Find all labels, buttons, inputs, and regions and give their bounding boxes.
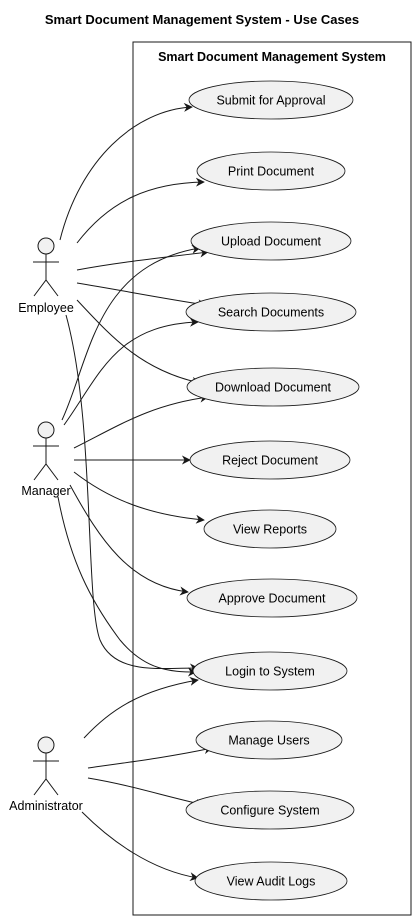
use-case-ellipse [186,367,360,407]
association-administrator-configure [87,777,205,808]
actor-head [37,421,55,439]
association-administrator-users [87,745,213,769]
use-case-label: View Reports [233,523,307,537]
association-manager-search [63,317,199,426]
use-case-label: Manage Users [228,734,309,748]
actor-label: Employee [18,301,74,315]
association-employee-download [76,299,201,386]
use-case-ellipse [196,151,346,191]
diagram-title: Smart Document Management System - Use C… [45,12,359,27]
use-case-print: Print Document [196,151,346,191]
use-case-ellipse [188,80,354,120]
use-case-configure: Configure System [185,790,355,830]
association-manager-reports [73,471,205,524]
use-case-ellipse [195,720,343,760]
association-administrator-audit [81,811,199,882]
associations-layer [57,102,213,882]
actor-employee: Employee [18,237,74,315]
use-case-approve: Approve Document [186,578,358,618]
actor-label: Administrator [9,799,83,813]
use-case-ellipse [189,440,351,480]
system-title: Smart Document Management System [158,50,386,64]
use-case-ellipse [190,221,352,261]
use-case-label: Search Documents [218,306,324,320]
use-case-ellipse [186,578,358,618]
use-case-search: Search Documents [185,292,357,332]
association-manager-download [73,393,209,449]
use-case-ellipse [185,292,357,332]
actor-label: Manager [21,484,70,498]
actor-head [37,736,55,754]
use-case-download: Download Document [186,367,360,407]
use-case-label: Approve Document [218,592,326,606]
association-manager-login [57,496,197,677]
use-case-reports: View Reports [203,509,337,549]
use-case-reject: Reject Document [189,440,351,480]
actor-legs [33,279,59,297]
use-case-ellipse [203,509,337,549]
actor-legs [33,463,59,481]
use-case-label: Reject Document [222,454,318,468]
use-case-label: Upload Document [221,235,322,249]
actor-administrator: Administrator [9,736,83,813]
association-employee-login [65,314,199,673]
use-case-label: Configure System [220,804,319,818]
association-manager-upload [61,244,201,421]
use-case-label: Login to System [225,665,315,679]
association-manager-approve [69,484,189,596]
association-administrator-login [83,676,199,739]
actor-head [37,237,55,255]
actor-legs [33,778,59,796]
use-case-ellipse [192,651,348,691]
use-case-ellipse [185,790,355,830]
use-case-label: Submit for Approval [216,94,325,108]
use-case-label: Download Document [215,381,332,395]
use-case-ellipse [194,861,348,901]
association-employee-print [76,177,205,244]
use-case-login: Login to System [192,651,348,691]
use-case-audit: View Audit Logs [194,861,348,901]
use-case-submit: Submit for Approval [188,80,354,120]
use-case-users: Manage Users [195,720,343,760]
association-employee-submit [59,102,193,241]
use-case-label: View Audit Logs [227,875,316,889]
use-case-upload: Upload Document [190,221,352,261]
use-case-label: Print Document [228,165,315,179]
actor-manager: Manager [21,421,71,498]
association-employee-search [76,282,207,309]
association-employee-upload [76,248,209,271]
